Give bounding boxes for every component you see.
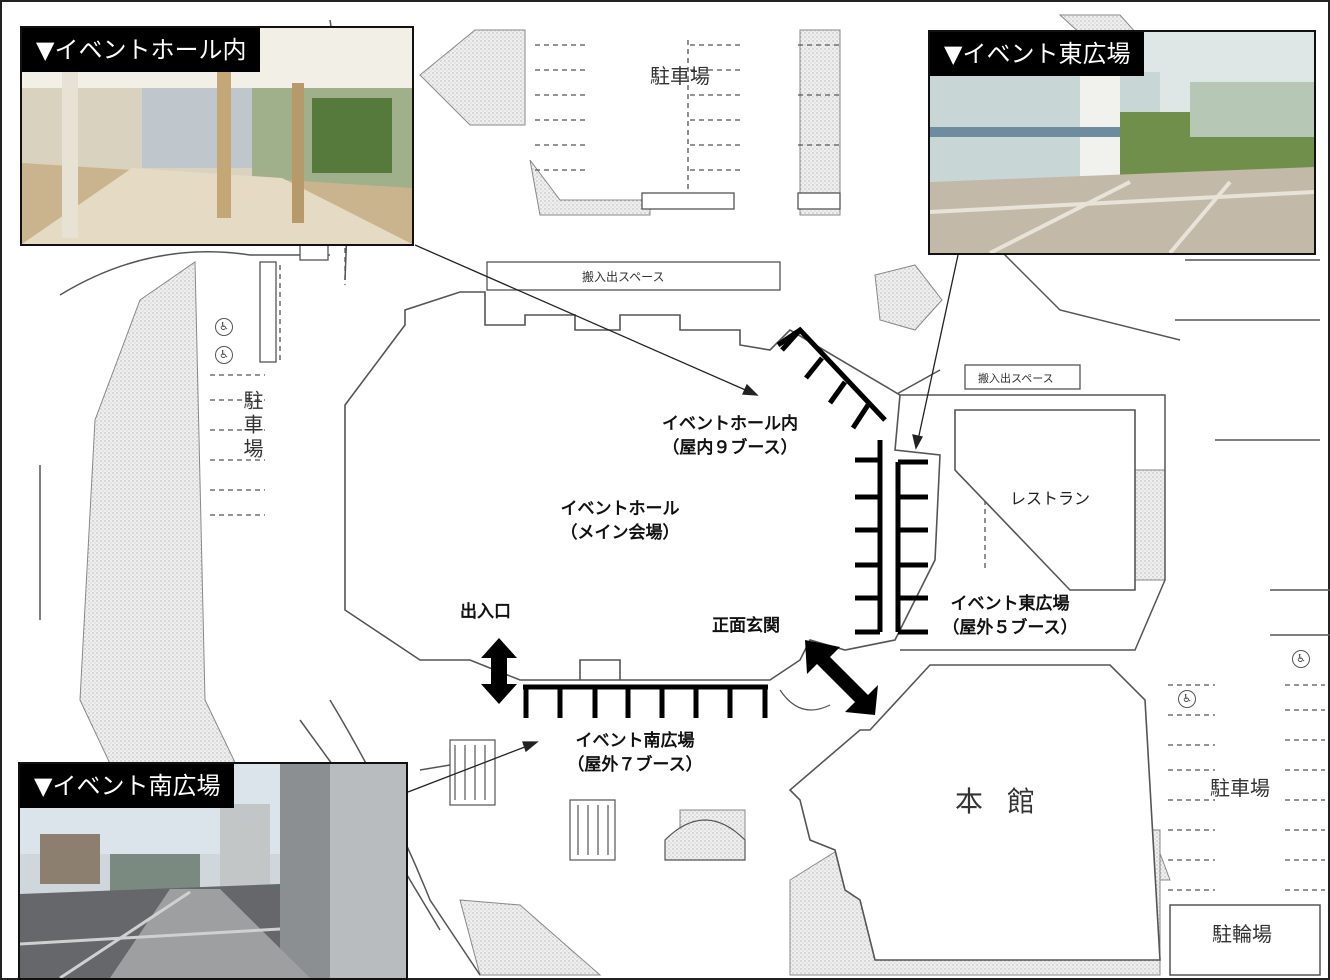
booths-south — [523, 684, 768, 718]
parking-top-label: 駐車場 — [650, 64, 710, 88]
loading-space-right-label: 搬入出スペース — [978, 372, 1054, 385]
booths-east — [855, 440, 928, 635]
south-plaza-sub: （屋外７ブース） — [567, 755, 703, 775]
accessible-parking-icon: ♿ — [215, 346, 233, 364]
restaurant-outline — [954, 409, 1136, 591]
east-plaza-label: イベント東広場 （屋外５ブース） — [930, 592, 1090, 640]
south-photo-image — [20, 764, 406, 978]
east-plaza-sub: （屋外５ブース） — [942, 618, 1078, 638]
main-building-outline — [788, 664, 1161, 961]
main-building-label: 本館 — [955, 785, 1060, 818]
main-entrance-arrow — [805, 640, 878, 715]
event-hall-name: イベントホール — [560, 499, 680, 519]
south-plaza-label: イベント南広場 （屋外７ブース） — [550, 729, 720, 777]
parking-left-label: 駐車場 — [240, 390, 264, 462]
event-hall-outline — [344, 291, 941, 681]
hall-inside-name: イベントホール内 — [662, 414, 798, 434]
booths-hall-inside — [776, 326, 887, 430]
loading-space-right-box — [964, 364, 1081, 390]
loading-space-top-label: 搬入出スペース — [582, 270, 665, 284]
east-plaza-name: イベント東広場 — [950, 594, 1070, 614]
accessible-parking-icon: ♿ — [1178, 690, 1196, 708]
entrance-arrow — [481, 638, 517, 704]
hall-photo-caption: ▼イベントホール内 — [22, 28, 261, 72]
event-hall-label: イベントホール （メイン会場） — [530, 497, 710, 545]
parking-stalls — [210, 40, 1325, 891]
main-entrance-label: 正面玄関 — [712, 616, 780, 636]
accessible-parking-icon: ♿ — [215, 318, 233, 336]
event-hall-sub: （メイン会場） — [560, 523, 680, 543]
leader-lines — [407, 244, 959, 793]
hall-inside-sub: （屋内９ブース） — [662, 438, 798, 458]
east-photo-caption: ▼イベント東広場 — [930, 32, 1145, 76]
south-photo — [18, 762, 408, 980]
entrance-label: 出入口 — [460, 602, 511, 622]
restaurant-label: レストラン — [1010, 489, 1091, 508]
south-photo-caption: ▼イベント南広場 — [20, 764, 235, 808]
bicycle-parking-box — [1169, 904, 1321, 976]
parking-right-label: 駐車場 — [1210, 776, 1270, 800]
bicycle-parking-label: 駐輪場 — [1212, 922, 1272, 946]
hall-inside-label: イベントホール内 （屋内９ブース） — [640, 412, 820, 460]
south-plaza-name: イベント南広場 — [575, 731, 695, 751]
accessible-parking-icon: ♿ — [1292, 650, 1310, 668]
